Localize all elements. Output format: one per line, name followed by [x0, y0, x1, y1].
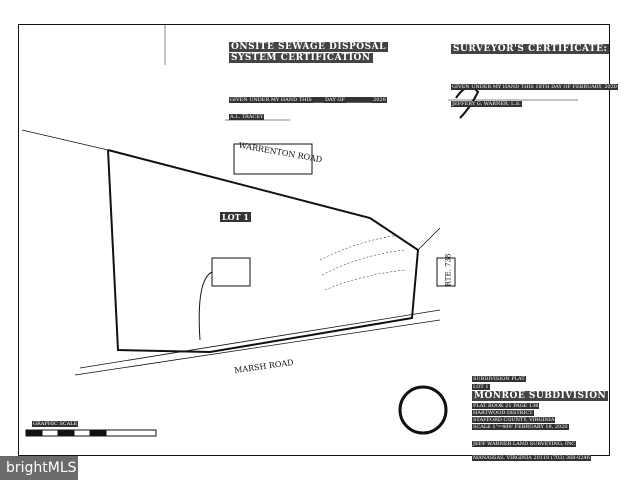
titleblock-line: PLAT BOOK 21 PAGE 138 [472, 403, 540, 409]
sewage-title: ONSITE SEWAGE DISPOSAL [229, 42, 388, 52]
surveyor-title: SURVEYOR'S CERTIFICATE: [451, 44, 610, 54]
lot-label: LOT 1 [220, 212, 251, 222]
surveyor-given: GIVEN UNDER MY HAND THIS 18TH DAY OF FEB… [451, 84, 618, 90]
firm-address: MANASSAS, VIRGINIA 20110 (703) 368-0246 [472, 455, 591, 461]
sewage-title-2: SYSTEM CERTIFICATION [229, 53, 373, 63]
subdivision-name: MONROE SUBDIVISION [472, 391, 609, 401]
surveyor-signer: JEFFERY G. WARNER, L.S. [451, 101, 522, 107]
route-label: RTE. 738 [444, 253, 453, 287]
firm-name: JEFF WARNER LAND SURVEYING, INC [472, 441, 577, 447]
plat-sheet [18, 24, 610, 456]
titleblock-line: HARTWOOD DISTRICT [472, 410, 534, 416]
watermark-logo: brightMLS [0, 456, 78, 480]
sewage-given: GIVEN UNDER MY HAND THIS ____ DAY OF ___… [229, 97, 387, 103]
titleblock-line: SCALE 1"=400' FEBRUARY 18, 2020 [472, 424, 569, 430]
signature-mark [455, 86, 480, 119]
sewage-signer: A.L. TRACEY [229, 114, 265, 120]
titleblock-line: SUBDIVISION PLAT [472, 376, 526, 382]
graphic-scale-label: GRAPHIC SCALE [32, 421, 79, 427]
lot-boundary [107, 149, 420, 354]
titleblock-line: STAFFORD COUNTY, VIRGINIA [472, 417, 556, 423]
titleblock-line: LOT 1 [472, 384, 490, 390]
